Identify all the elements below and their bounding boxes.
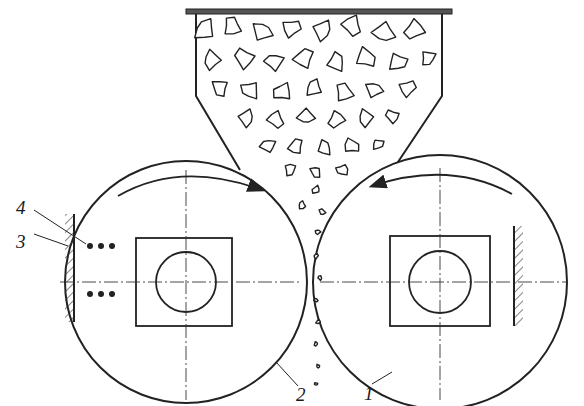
- rock: [312, 185, 319, 193]
- rock: [274, 83, 290, 99]
- center-lines: [60, 168, 568, 400]
- crushing-rolls: [65, 155, 567, 406]
- rock: [327, 52, 343, 72]
- rock: [253, 24, 273, 40]
- rock: [317, 364, 320, 368]
- rock: [328, 111, 346, 128]
- rotation-arrows: [118, 175, 512, 196]
- spring-support: [65, 214, 115, 322]
- rock: [238, 109, 252, 128]
- rock: [195, 19, 213, 38]
- rock: [292, 49, 313, 69]
- rock: [235, 48, 255, 70]
- rock: [336, 165, 348, 175]
- rock: [314, 383, 317, 385]
- rock: [314, 342, 317, 346]
- rock: [357, 47, 376, 67]
- rock: [296, 108, 315, 122]
- callout-number: 2: [296, 385, 306, 404]
- rock: [299, 201, 305, 209]
- rock: [241, 83, 257, 99]
- rock: [319, 209, 326, 215]
- rock: [225, 17, 241, 34]
- rock: [259, 141, 275, 153]
- rock: [360, 109, 374, 128]
- rock: [288, 139, 303, 153]
- rock: [212, 82, 227, 97]
- rock: [315, 230, 321, 234]
- rock: [337, 83, 354, 101]
- rock: [374, 140, 384, 149]
- callout-number: 3: [16, 232, 26, 251]
- rock: [264, 56, 285, 72]
- callout-number: 1: [364, 384, 374, 403]
- rock: [205, 49, 221, 70]
- rock: [285, 164, 295, 175]
- rock: [314, 254, 318, 259]
- rock: [341, 15, 361, 36]
- rock: [366, 84, 384, 98]
- leader-lines: [34, 210, 392, 386]
- hopper: [186, 9, 452, 170]
- fixed-support: [514, 226, 523, 326]
- callout-number: 4: [16, 198, 26, 217]
- rock: [314, 299, 319, 302]
- rock: [283, 21, 301, 38]
- rocks: [195, 15, 436, 385]
- rock: [371, 22, 396, 41]
- rock: [316, 320, 321, 324]
- rock: [313, 20, 330, 42]
- bearing-blocks: [136, 236, 490, 326]
- rock: [318, 276, 322, 281]
- rock: [386, 110, 400, 124]
- rock: [423, 52, 436, 65]
- rock: [307, 79, 321, 95]
- rock: [399, 81, 416, 98]
- rock: [345, 138, 359, 151]
- rock: [390, 53, 408, 69]
- rock: [404, 19, 426, 39]
- rock: [310, 168, 320, 178]
- rock: [318, 140, 330, 155]
- rock: [266, 111, 283, 129]
